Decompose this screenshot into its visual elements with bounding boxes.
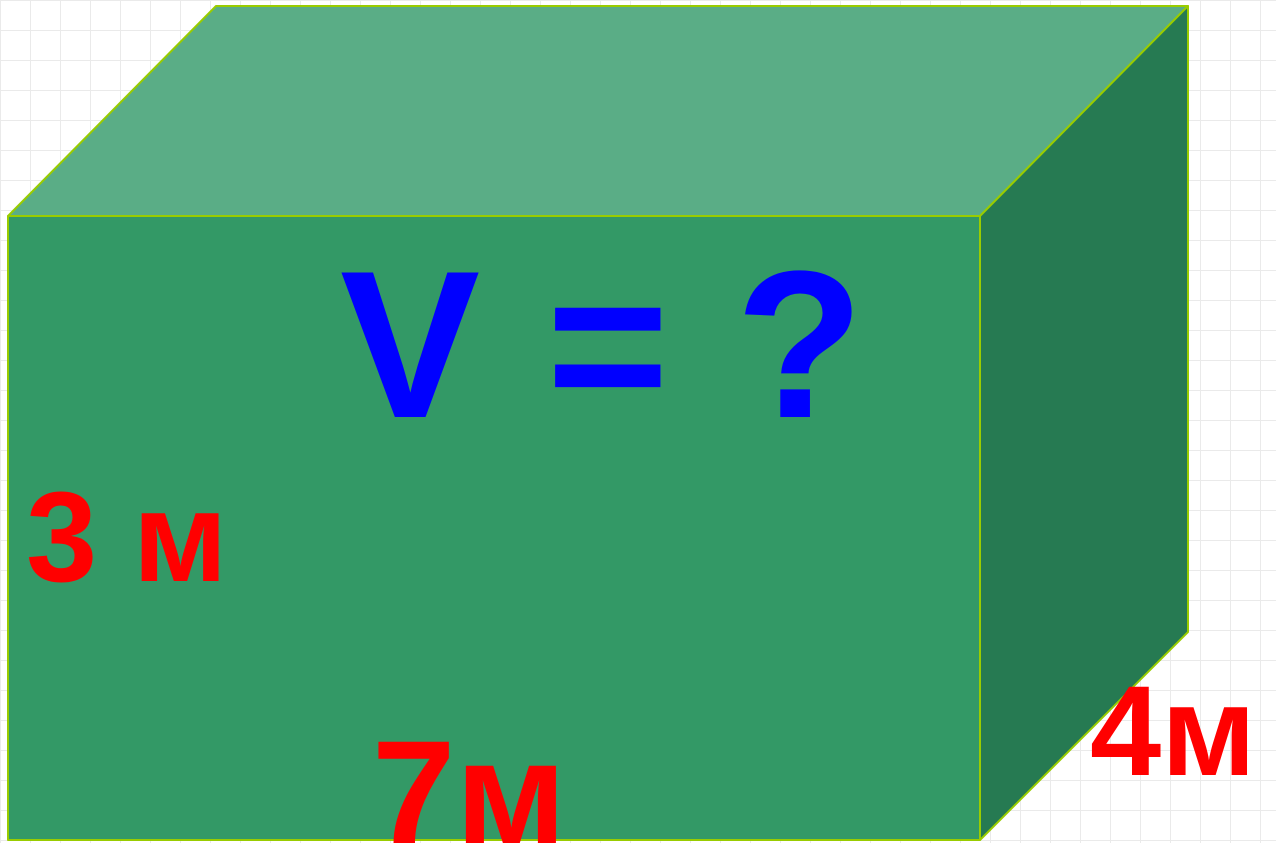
volume-question: V = ?: [340, 227, 868, 462]
depth-label: 4м: [1090, 660, 1256, 803]
height-label: 3 м: [26, 466, 228, 609]
width-label: 7м: [372, 709, 567, 843]
cuboid-front-face: [7, 215, 981, 841]
